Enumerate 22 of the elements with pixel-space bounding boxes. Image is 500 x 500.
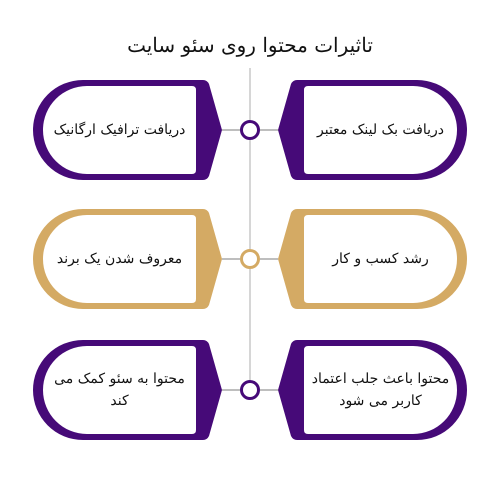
- connector-line: [260, 258, 278, 260]
- arrow-card: [33, 209, 222, 309]
- connector-line: [260, 389, 278, 391]
- arrow-card: [278, 80, 467, 180]
- connector-line: [249, 140, 251, 249]
- card-label: دریافت ترافیک ارگانیک: [54, 120, 186, 140]
- arrow-card: [33, 80, 222, 180]
- connector-line: [249, 269, 251, 380]
- card-label: معروف شدن یک برند: [56, 250, 182, 269]
- connector-line: [222, 389, 240, 391]
- card-label: محتوا باعث جلب اعتماد کاربر می شود: [310, 370, 450, 411]
- title: تاثیرات محتوا روی سئو سایت: [127, 32, 373, 59]
- connector-line: [222, 258, 240, 260]
- connector-line: [249, 68, 251, 120]
- connector-line: [222, 129, 240, 131]
- arrow-card: [278, 209, 467, 309]
- card-label: رشد کسب و کار: [332, 250, 429, 269]
- card-label: دریافت بک لینک معتبر: [316, 121, 444, 140]
- card-label: محتوا به سئو کمک می کند: [53, 370, 186, 411]
- connector-line: [260, 129, 278, 131]
- arrow-card: [33, 340, 222, 440]
- arrow-card: [278, 340, 467, 440]
